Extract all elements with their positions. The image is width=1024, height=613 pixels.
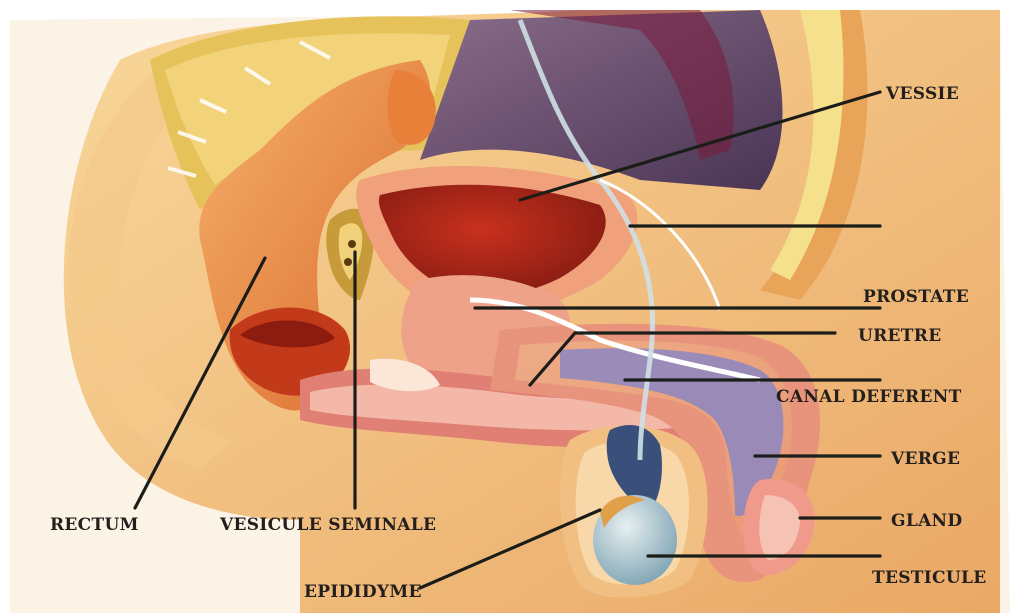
label-epididyme: EPIDIDYME xyxy=(304,582,422,602)
label-uretre: URETRE xyxy=(858,326,941,346)
label-verge: VERGE xyxy=(890,449,960,469)
label-vessie: VESSIE xyxy=(885,84,959,104)
label-vesicule-seminale: VESICULE SEMINALE xyxy=(219,515,436,535)
label-canal-deferent: CANAL DEFERENT xyxy=(776,387,962,407)
label-gland: GLAND xyxy=(891,511,962,531)
label-rectum: RECTUM xyxy=(50,515,139,535)
label-testicule: TESTICULE xyxy=(872,568,986,588)
label-prostate: PROSTATE xyxy=(863,287,969,307)
scrotum xyxy=(560,425,708,598)
